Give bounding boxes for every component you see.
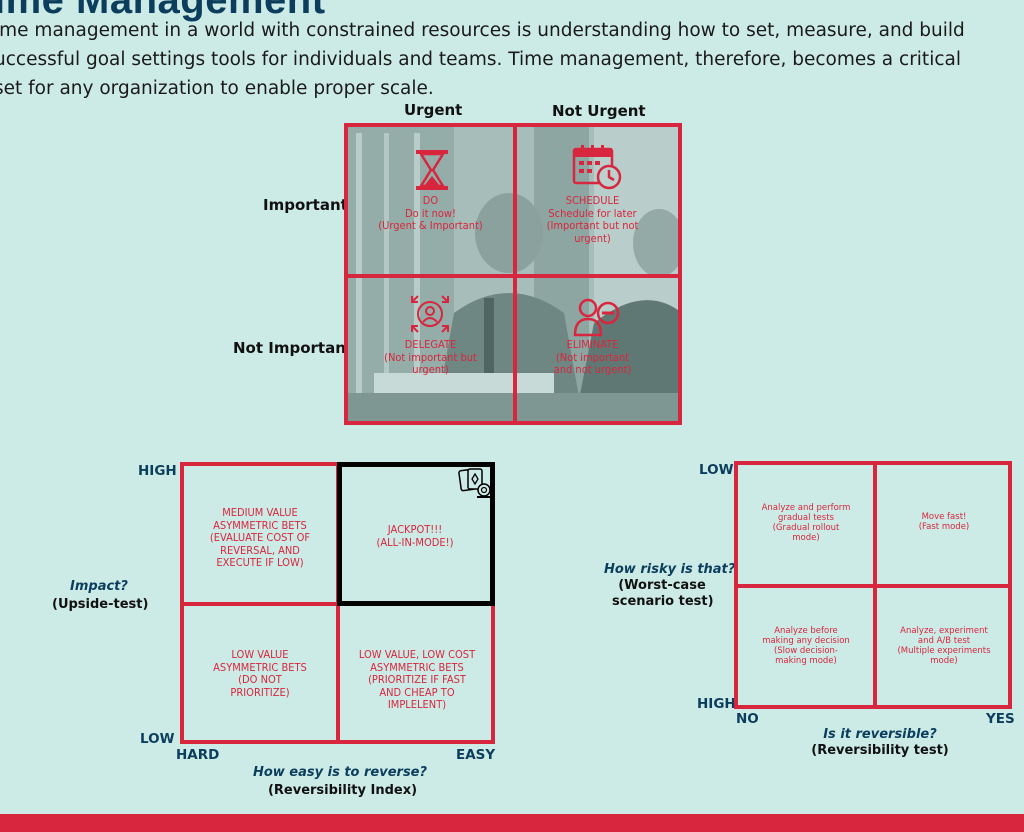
cell-line: (DO NOT	[238, 673, 282, 686]
cell-do: DO Do it now! (Urgent & Important)	[358, 194, 503, 233]
cell-line: ASYMMETRIC BETS	[213, 660, 307, 674]
intro-line: uccessful goal settings tools for indivi…	[0, 49, 961, 70]
risk-y-question: How risky is that?	[604, 562, 736, 577]
cell-line: LOW VALUE, LOW COST	[358, 648, 476, 661]
footer-accent-bar	[0, 814, 1024, 832]
cell-line: mode)	[792, 533, 820, 543]
hourglass-icon	[416, 150, 448, 190]
axis-x-hard: HARD	[176, 747, 220, 763]
page-title: ime Management	[0, 0, 326, 22]
axis-y-high: HIGH	[138, 463, 177, 479]
cell-eliminate-line: and not urgent)	[553, 363, 632, 376]
cell-line: (ALL-IN-MODE!)	[376, 535, 454, 549]
cell-line: (PRIORITIZE IF FAST	[368, 673, 466, 686]
axis-y-low-risk: LOW	[699, 462, 734, 478]
cell-schedule-title: SCHEDULE	[565, 194, 620, 207]
axis-y-question: Impact?	[70, 579, 128, 594]
jackpot-highlight	[337, 462, 495, 606]
col-label-urgent: Urgent	[404, 101, 463, 119]
axis-y-test: (Upside-test)	[52, 597, 149, 612]
row-label-important: Important	[263, 196, 348, 214]
cell-schedule-line: urgent)	[574, 231, 611, 245]
intro-line: set for any organization to enable prope…	[0, 78, 434, 99]
risk-x-test: (Reversibility test)	[811, 743, 949, 758]
cell-line: EXECUTE IF LOW)	[216, 556, 304, 569]
cell-line: Analyze, experiment	[900, 626, 988, 636]
axis-x-easy: EASY	[456, 747, 496, 763]
axis-x-no: NO	[736, 711, 759, 727]
cell-line: LOW VALUE	[231, 648, 289, 661]
cell-line: making any decision	[762, 636, 850, 646]
cell-medium-value: MEDIUM VALUE ASYMMETRIC BETS (EVALUATE C…	[190, 506, 330, 570]
eisenhower-divider-h	[344, 274, 682, 278]
cell-delegate-line: (Not important but	[384, 350, 477, 364]
cell-eliminate-title: ELIMINATE	[566, 338, 619, 351]
cell-line: Analyze and perform	[761, 503, 851, 513]
col-label-not-urgent: Not Urgent	[552, 102, 646, 120]
cell-line: REVERSAL, AND	[220, 543, 300, 557]
cell-line: MEDIUM VALUE	[222, 506, 298, 519]
cell-schedule-line: Schedule for later	[548, 206, 637, 220]
cell-line: making mode)	[775, 656, 837, 666]
risk-x-question: Is it reversible?	[823, 727, 937, 742]
intro-paragraph: ime management in a world with constrain…	[0, 16, 1004, 103]
cell-line: ASYMMETRIC BETS	[370, 660, 464, 674]
cell-line: (Multiple experiments	[897, 646, 991, 656]
cell-delegate-title: DELEGATE	[404, 338, 457, 351]
cell-delegate-line: urgent)	[412, 363, 449, 376]
cell-low-value-low-cost: LOW VALUE, LOW COST ASYMMETRIC BETS (PRI…	[344, 648, 490, 712]
cell-line: (EVALUATE COST OF	[209, 531, 311, 544]
cell-line: (Gradual rollout	[772, 523, 840, 533]
cell-do-line: (Urgent & Important)	[378, 219, 483, 232]
calendar-clock-icon	[572, 145, 622, 190]
cell-slow-decision: Analyze before making any decision (Slow…	[742, 626, 870, 666]
cell-line: gradual tests	[778, 513, 834, 523]
cell-line: (Fast mode)	[918, 522, 970, 532]
axis-y-high-risk: HIGH	[697, 696, 736, 712]
cell-low-value: LOW VALUE ASYMMETRIC BETS (DO NOT PRIORI…	[190, 648, 330, 699]
cell-line: PRIORITIZE)	[230, 685, 290, 699]
cell-line: Analyze before	[774, 626, 838, 636]
axis-y-low: LOW	[140, 731, 175, 747]
risk-y-test-line: scenario test)	[612, 594, 714, 609]
cell-line: ASYMMETRIC BETS	[213, 518, 307, 532]
cell-gradual-rollout: Analyze and perform gradual tests (Gradu…	[742, 503, 870, 543]
cell-line: AND CHEAP TO	[379, 685, 455, 699]
cell-line: mode)	[930, 656, 958, 666]
cell-eliminate: ELIMINATE (Not important and not urgent)	[520, 338, 665, 377]
remove-user-icon	[573, 298, 620, 337]
cell-fast-mode: Move fast! (Fast mode)	[880, 512, 1008, 532]
cell-delegate: DELEGATE (Not important but urgent)	[358, 338, 503, 377]
row-label-not-important: Not Important	[233, 339, 354, 357]
axis-x-test: (Reversibility Index)	[267, 783, 418, 798]
cell-do-title: DO	[422, 194, 439, 207]
cell-eliminate-line: (Not important	[555, 350, 630, 364]
cell-multiple-experiments: Analyze, experiment and A/B test (Multip…	[880, 626, 1008, 666]
cell-line: IMPLELENT)	[387, 698, 447, 711]
axis-x-question: How easy is to reverse?	[252, 765, 428, 780]
risk-y-test-line: (Worst-case	[618, 578, 706, 593]
risk-divider-h	[734, 584, 1012, 588]
cell-do-line: Do it now!	[405, 206, 456, 220]
cell-line: (Slow decision-	[773, 646, 839, 656]
cell-line: JACKPOT!!!	[387, 523, 443, 536]
cell-line: and A/B test	[917, 636, 971, 646]
cards-chips-icon	[458, 468, 491, 498]
cell-line: Move fast!	[921, 512, 967, 522]
axis-x-yes: YES	[986, 711, 1015, 727]
delegate-person-icon	[411, 295, 449, 333]
cell-schedule-line: (Important but not	[546, 219, 639, 232]
cell-jackpot: JACKPOT!!! (ALL-IN-MODE!)	[345, 523, 485, 549]
intro-line: ime management in a world with constrain…	[0, 20, 965, 41]
cell-schedule: SCHEDULE Schedule for later (Important b…	[520, 194, 665, 245]
